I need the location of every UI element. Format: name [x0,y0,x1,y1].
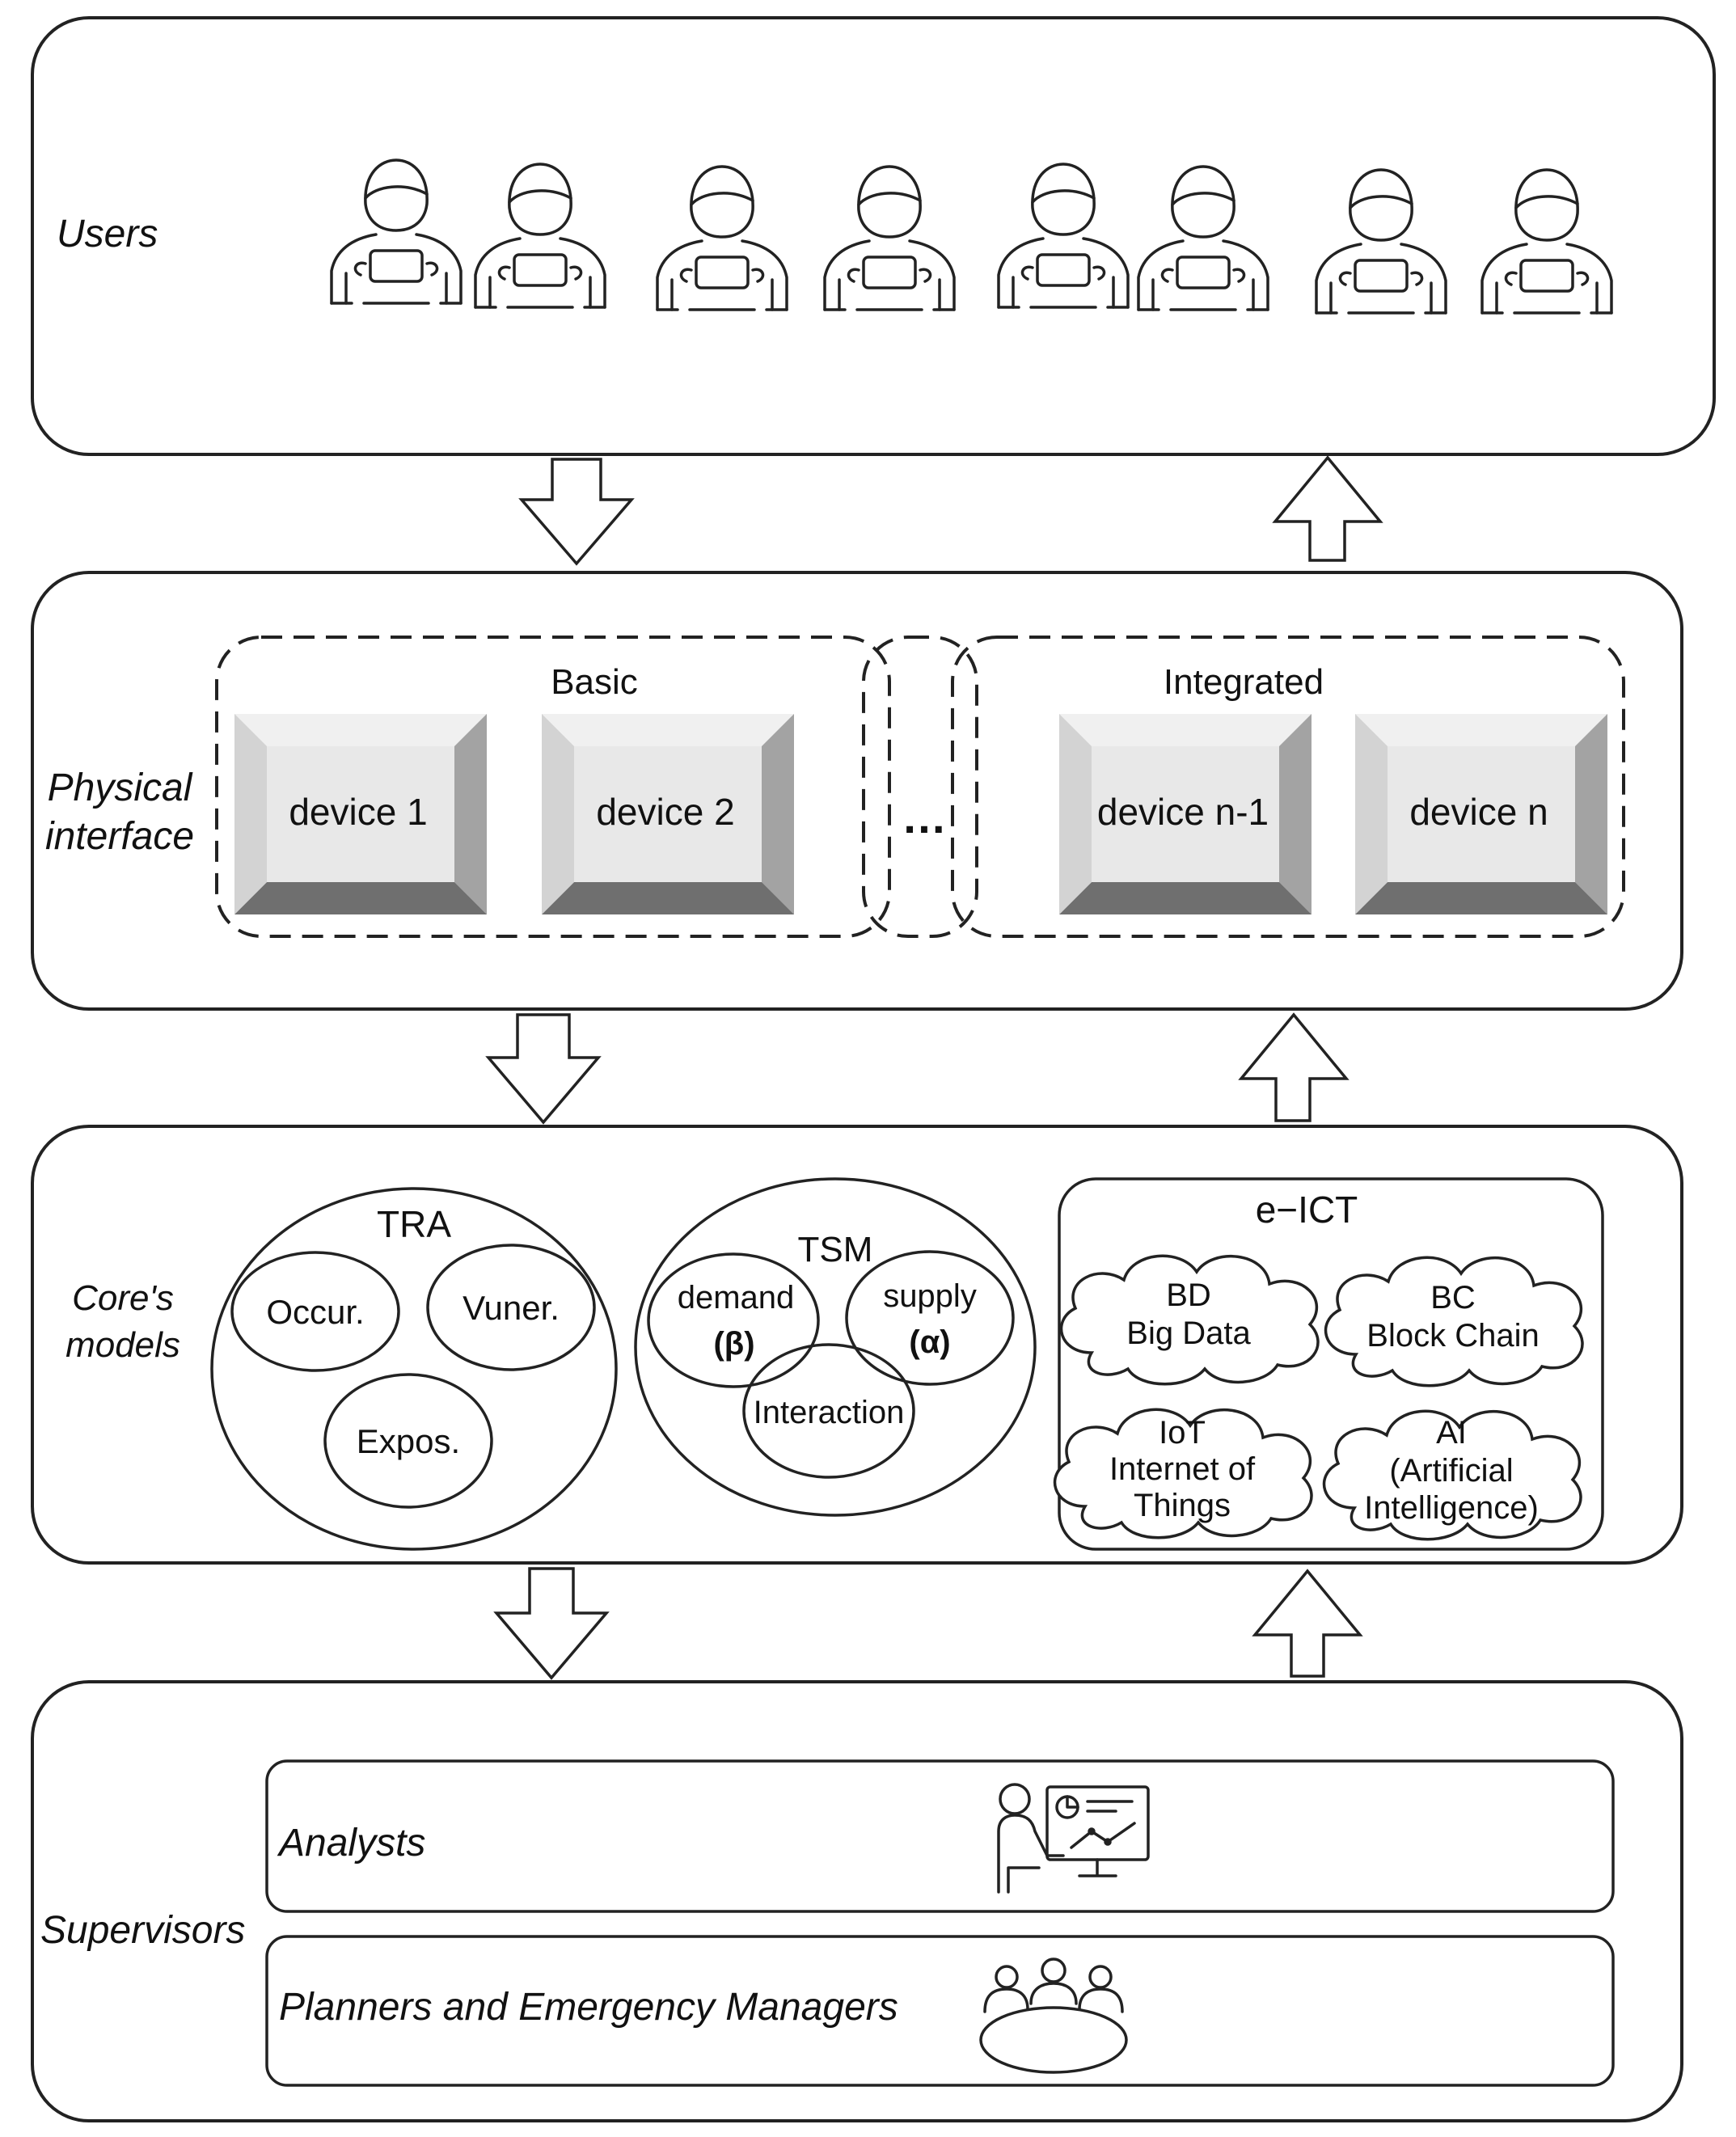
device-n-label: device n [1409,791,1548,833]
ellipsis-group [862,636,978,938]
meeting-table-icon [979,1958,1128,2074]
supervisors-layer: Supervisors Analysts Planners and Emerge… [31,1680,1683,2122]
analysts-label: Analysts [277,1822,425,1865]
bd-abbr: BD [1166,1278,1211,1313]
demand-ellipse [647,1252,820,1388]
analysts-box [265,1759,1615,1913]
device-1-label: device 1 [289,791,427,833]
core-label-line2: models [65,1325,180,1365]
users-label: Users [57,213,158,256]
vulnerability-label: Vuner. [463,1289,560,1327]
physical-label-line2: interface [45,815,194,858]
ai-name-line2: Intelligence) [1364,1490,1539,1526]
up-arrow [1252,1569,1363,1678]
user-with-device-icon [330,158,463,305]
users-layer: Users [31,16,1716,456]
analyst-dashboard-icon [997,1783,1150,1894]
iot-name-line2: Things [1134,1488,1231,1523]
integrated-group [951,636,1625,938]
tsm-model: TSM demand (β) supply (α) Interaction [634,1177,1037,1517]
down-arrow [518,458,635,566]
user-with-device-icon [997,163,1130,309]
core-lane-border [31,1125,1683,1565]
users-lane-border [31,16,1716,456]
supply-ellipse [845,1250,1015,1386]
integrated-title: Integrated [1164,662,1324,702]
bd-name: Big Data [1126,1316,1251,1351]
physical-interface-layer: Physical interface Basic Integrated … de… [31,571,1683,1011]
eict-model: e−ICT BD Big Data BC Block Chain IoT Int… [1053,1177,1604,1551]
exposure-label: Expos. [357,1422,460,1460]
tra-title: TRA [377,1203,451,1245]
occurrence-ellipse [230,1251,400,1372]
eict-title: e−ICT [1256,1189,1358,1231]
bc-name: Block Chain [1366,1318,1539,1354]
user-with-device-icon [656,165,788,311]
basic-group [215,636,891,938]
up-arrow [1272,455,1383,562]
vulnerability-ellipse [426,1244,596,1371]
user-with-device-icon [1315,168,1447,315]
iot-abbr: IoT [1159,1415,1206,1451]
user-with-device-icon [474,163,606,309]
down-arrow [493,1567,610,1680]
planners-box [265,1935,1615,2087]
down-arrow [485,1013,602,1125]
device-2-label: device 2 [596,791,734,833]
supervisors-label: Supervisors [40,1909,245,1952]
user-with-device-icon [823,165,956,311]
ellipsis-text: … [902,792,947,843]
user-with-device-icon [1137,165,1269,311]
iot-name-line1: Internet of [1109,1451,1256,1487]
up-arrow [1238,1012,1350,1122]
device-2-block: device 2 [542,714,794,914]
user-icons [330,158,1613,315]
tsm-ellipse [634,1177,1037,1517]
supervisors-lane-border [31,1680,1683,2122]
occurrence-label: Occur. [266,1293,364,1331]
device-n-1-label: device n-1 [1097,791,1269,833]
demand-label: demand [678,1280,795,1316]
bc-abbr: BC [1430,1280,1476,1316]
tsm-title: TSM [798,1230,873,1269]
device-1-block: device 1 [234,714,487,914]
physical-lane-border [31,571,1683,1011]
user-with-device-icon [1480,168,1613,315]
supply-label: supply [883,1278,977,1314]
basic-title: Basic [551,662,638,702]
demand-symbol: (β) [713,1326,754,1362]
planners-label: Planners and Emergency Managers [279,1986,898,2029]
core-label-line1: Core's [72,1278,174,1318]
ai-name-line1: (Artificial [1389,1453,1513,1489]
device-n-block: device n [1355,714,1607,914]
exposure-ellipse [323,1373,493,1509]
core-models-layer: Core's models TRA Occur. Vuner. Expos. T… [31,1125,1683,1565]
physical-label-line1: Physical [48,767,193,809]
interaction-ellipse [742,1343,915,1479]
supply-symbol: (α) [909,1324,950,1360]
tra-model: TRA Occur. Vuner. Expos. [210,1187,618,1551]
device-n-1-block: device n-1 [1059,714,1312,914]
ai-abbr: AI [1436,1415,1467,1451]
interaction-label: Interaction [754,1395,905,1430]
